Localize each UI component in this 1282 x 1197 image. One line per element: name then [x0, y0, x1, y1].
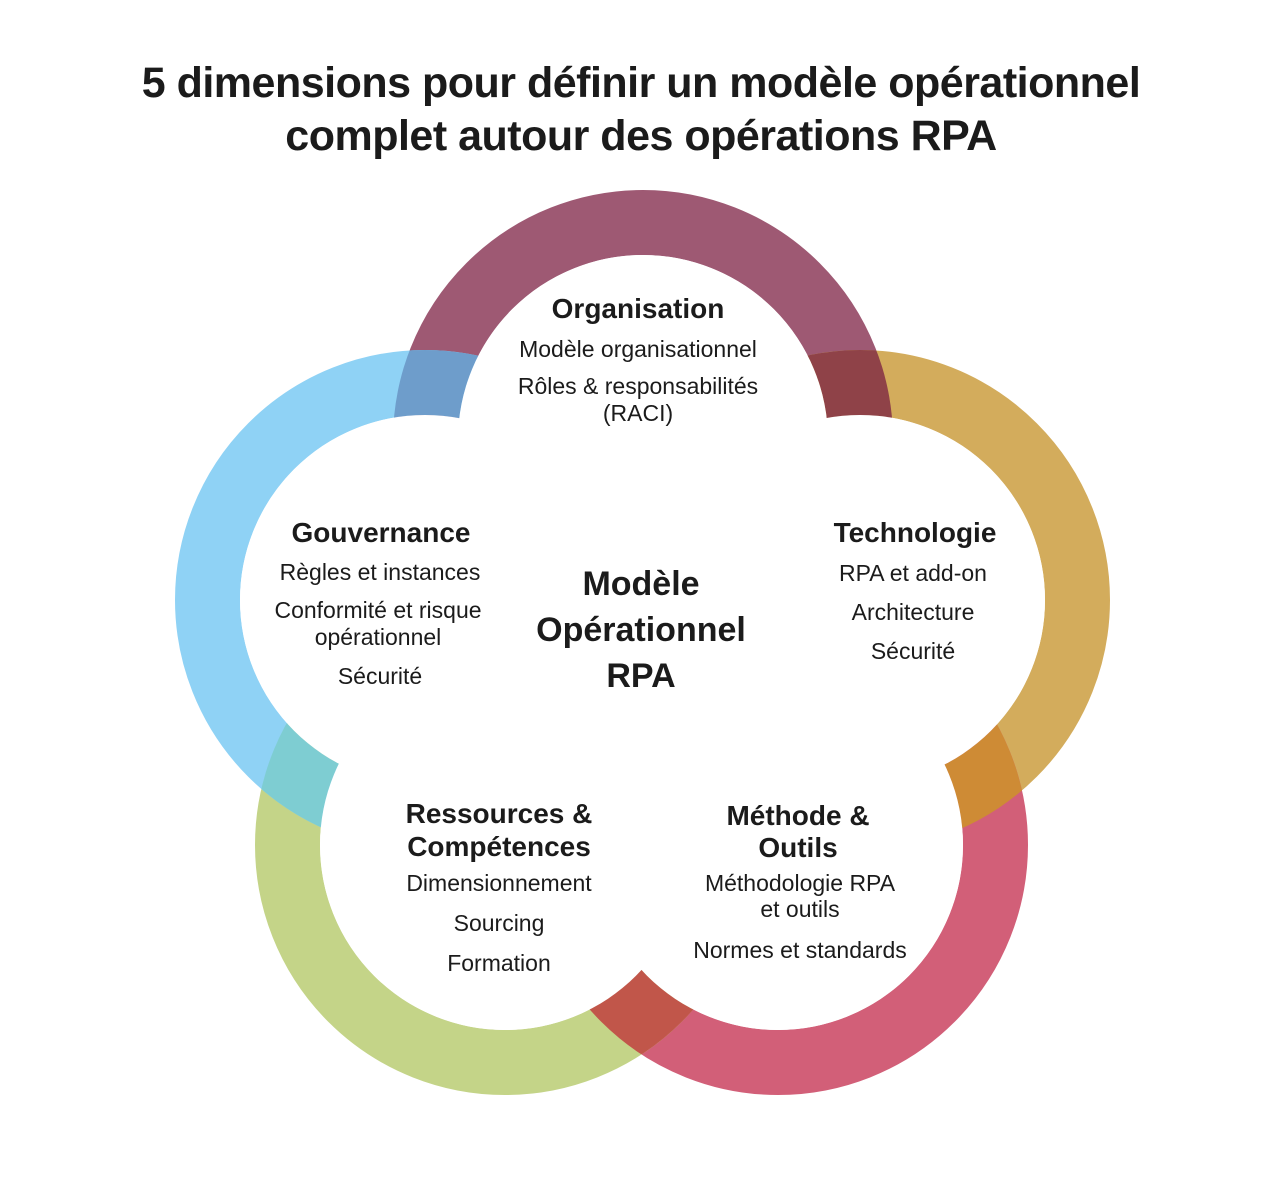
petal-ressources-detail: Dimensionnement [406, 870, 592, 896]
petal-ressources-heading: Ressources & [406, 798, 593, 829]
petal-gouvernance-detail: Règles et instances [280, 559, 481, 585]
title-line-2: complet autour des opérations RPA [285, 112, 996, 160]
center-label-line: Opérationnel [536, 611, 746, 649]
petal-ressources-detail: Formation [447, 950, 551, 976]
petal-technologie-detail: RPA et add-on [839, 560, 987, 586]
petal-technologie-detail: Sécurité [871, 638, 955, 664]
petal-gouvernance-detail: opérationnel [315, 624, 442, 650]
petal-gouvernance-heading: Gouvernance [292, 517, 471, 548]
petal-methode-detail: Normes et standards [693, 937, 906, 963]
petal-gouvernance-detail: Sécurité [338, 663, 422, 689]
petal-gouvernance-detail: Conformité et risque [274, 597, 481, 623]
petal-ressources-detail: Sourcing [454, 910, 545, 936]
petal-methode-detail: Méthodologie RPA [705, 870, 896, 896]
title-line-1: 5 dimensions pour définir un modèle opér… [142, 59, 1141, 107]
petal-organisation-detail: Rôles & responsabilités [518, 373, 758, 399]
interior-center [414, 438, 870, 894]
petal-methode-heading: Outils [758, 832, 837, 863]
center-label-line: RPA [606, 657, 675, 695]
petal-organisation-detail: (RACI) [603, 400, 673, 426]
petal-methode-heading: Méthode & [726, 800, 869, 831]
center-label-line: Modèle [582, 565, 699, 603]
petal-methode-detail: et outils [760, 896, 839, 922]
petal-ressources-heading: Compétences [407, 831, 591, 862]
petal-organisation-detail: Modèle organisationnel [519, 336, 757, 362]
petal-technologie-detail: Architecture [852, 599, 975, 625]
petal-technologie-heading: Technologie [834, 517, 997, 548]
petal-organisation-heading: Organisation [552, 293, 725, 324]
